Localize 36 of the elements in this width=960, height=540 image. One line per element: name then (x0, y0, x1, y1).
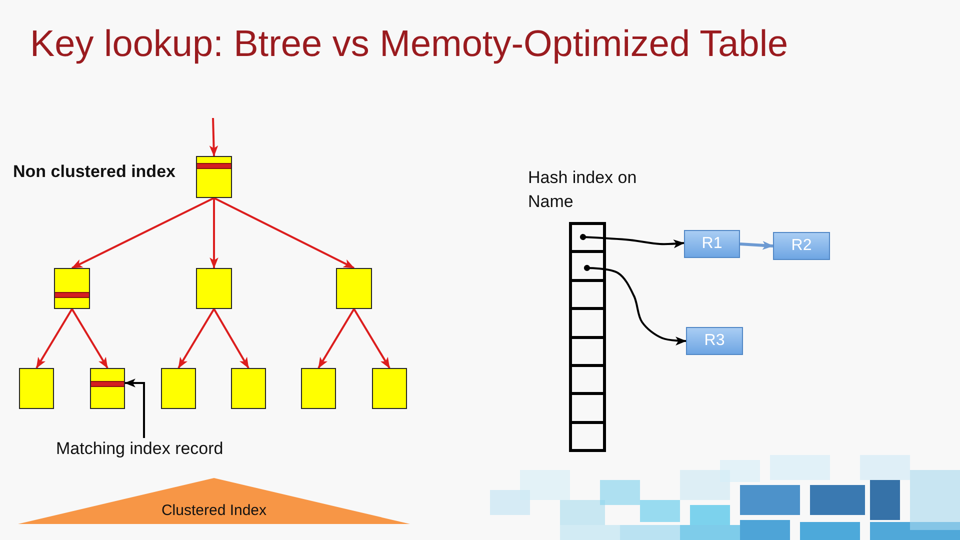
record-box: R1 (684, 230, 740, 258)
arrow (72, 197, 214, 269)
arrow (36, 308, 73, 369)
hash-heading: Hash index on Name (528, 167, 638, 213)
arrow (213, 308, 250, 368)
leader-line (124, 378, 145, 438)
chain-arrow (740, 240, 774, 250)
arrow (214, 197, 354, 269)
index-page-box (161, 368, 196, 409)
arrow (209, 118, 218, 157)
pointer-arrow (584, 264, 687, 346)
callout-label: Matching index record (56, 438, 236, 460)
index-page-box (54, 268, 90, 309)
arrow (353, 308, 390, 369)
slide-title: Key lookup: Btree vs Memoty-Optimized Table (30, 22, 788, 66)
arrow (178, 308, 215, 369)
hash-bucket (569, 307, 606, 338)
hash-bucket (569, 250, 606, 282)
record-box: R2 (773, 232, 830, 260)
record-box: R3 (686, 327, 743, 355)
index-page-box (196, 156, 232, 198)
index-page-box (301, 368, 336, 409)
index-page-box (336, 268, 372, 309)
index-page-box (90, 368, 125, 409)
index-page-box (19, 368, 54, 409)
hash-bucket (569, 392, 606, 424)
arrow (71, 308, 108, 369)
triangle-label: Clustered Index (160, 502, 268, 520)
pointer-arrow (580, 234, 685, 248)
arrow (210, 198, 218, 269)
arrow (318, 308, 355, 369)
clustered-index-triangle (18, 478, 410, 524)
tree-heading: Non clustered index (13, 161, 176, 183)
index-page-box (196, 268, 232, 309)
index-page-box (372, 368, 407, 409)
index-page-box (231, 368, 266, 409)
